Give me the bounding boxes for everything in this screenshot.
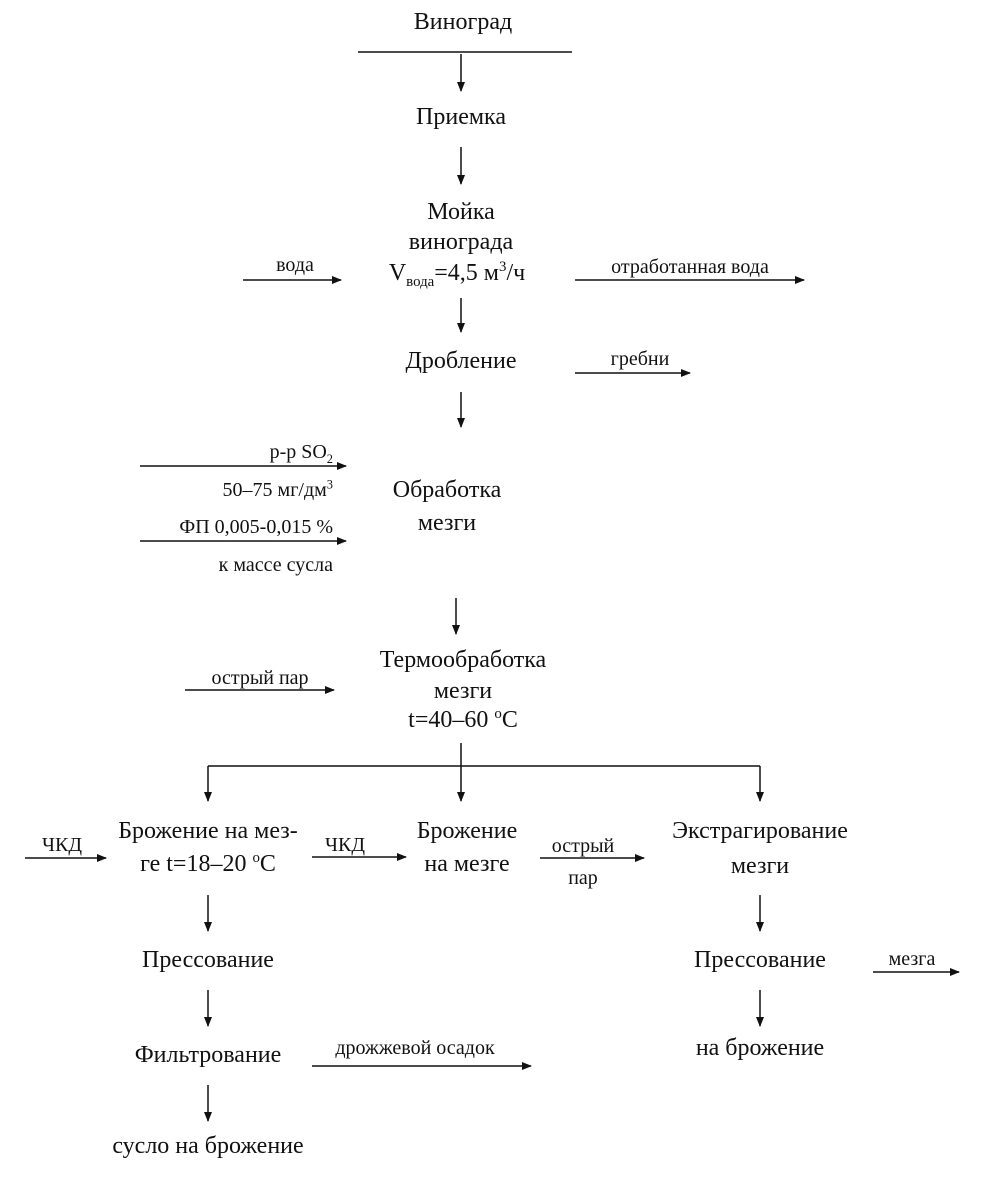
temperature-value: ге t=18–20 bbox=[140, 851, 253, 877]
label-fp-dose: ФП 0,005-0,015 % bbox=[179, 516, 333, 538]
label-water: вода bbox=[276, 254, 314, 276]
node-thermo-temperature: t=40–60 oC bbox=[408, 706, 518, 733]
label-spent-water: отработанная вода bbox=[611, 256, 769, 278]
degree-sign: o bbox=[252, 850, 260, 866]
node-washing-line1: Мойка bbox=[427, 199, 495, 225]
label-so2-dose: 50–75 мг/дм3 bbox=[222, 477, 333, 501]
flow-rate-symbol: V bbox=[388, 260, 407, 286]
label-yeast-sediment: дрожжевой осадок bbox=[335, 1037, 495, 1059]
node-pressing-left: Прессование bbox=[142, 947, 274, 973]
label-fp-basis: к массе сусла bbox=[218, 554, 333, 576]
node-ferment-a-line2: ге t=18–20 oC bbox=[140, 850, 276, 877]
label-ckd-2: ЧКД bbox=[325, 834, 365, 856]
node-crushing: Дробление bbox=[405, 348, 517, 374]
node-ferment-b-line2: на мезге bbox=[424, 851, 510, 877]
node-washing-flow-rate: Vвода=4,5 м3/ч bbox=[388, 259, 526, 290]
label-live-steam-2-line2: пар bbox=[568, 867, 598, 889]
label-live-steam: острый пар bbox=[211, 667, 309, 689]
flow-rate-subscript: вода bbox=[406, 273, 435, 290]
node-pressing-right: Прессование bbox=[694, 947, 826, 973]
temperature-unit: C bbox=[501, 707, 518, 733]
node-extraction-line2: мезги bbox=[730, 853, 790, 879]
flow-rate-value: =4,5 м bbox=[434, 260, 499, 286]
node-reception: Приемка bbox=[416, 104, 506, 130]
label-pomace: мезга bbox=[888, 948, 936, 970]
flow-rate-unit: /ч bbox=[506, 260, 526, 286]
label-live-steam-2-line1: острый bbox=[551, 835, 615, 857]
node-thermo-line2: мезги bbox=[433, 678, 493, 704]
label-ckd-1: ЧКД bbox=[42, 834, 82, 856]
node-to-fermentation-right: на брожение bbox=[695, 1035, 825, 1061]
node-grapes: Виноград bbox=[413, 9, 513, 35]
so2-subscript: 2 bbox=[326, 452, 333, 466]
degree-sign: o bbox=[494, 706, 502, 722]
node-must-to-fermentation: сусло на брожение bbox=[112, 1133, 304, 1159]
node-thermo-line1: Термообработка bbox=[379, 647, 547, 673]
node-ferment-a-line1: Брожение на мез- bbox=[118, 818, 298, 844]
node-extraction-line1: Экстрагирование bbox=[672, 818, 848, 844]
node-pulp-treatment-line2: мезги bbox=[417, 510, 477, 536]
so2-text: р-р SO bbox=[269, 441, 327, 463]
so2-dose-exponent: 3 bbox=[326, 477, 333, 492]
node-ferment-b-line1: Брожение bbox=[416, 818, 518, 844]
node-filtration: Фильтрование bbox=[134, 1042, 282, 1068]
node-washing-line2: винограда bbox=[408, 229, 514, 255]
temperature-value: t=40–60 bbox=[408, 707, 495, 733]
node-pulp-treatment-line1: Обработка bbox=[392, 477, 502, 503]
so2-dose-text: 50–75 мг/дм bbox=[222, 479, 327, 501]
label-stems: гребни bbox=[610, 348, 670, 370]
flow-rate-exponent: 3 bbox=[499, 259, 507, 275]
temperature-unit: C bbox=[259, 851, 276, 877]
label-so2: р-р SO2 bbox=[269, 441, 333, 465]
